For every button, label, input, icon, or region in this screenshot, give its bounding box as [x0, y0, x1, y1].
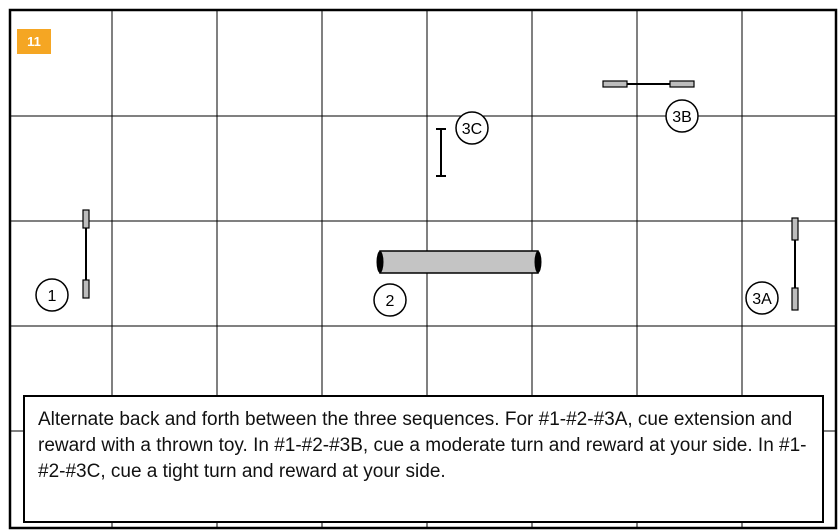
jump-1	[82, 209, 90, 299]
course-border	[8, 8, 838, 530]
jump-3a	[791, 217, 799, 311]
jump-3c	[436, 128, 446, 177]
label-3c: 3C	[455, 111, 489, 145]
label-3a-text: 3A	[752, 291, 772, 308]
tunnel-2	[376, 250, 542, 274]
label-3b: 3B	[665, 99, 699, 133]
label-3a: 3A	[745, 281, 779, 315]
instructions-caption: Alternate back and forth between the thr…	[23, 395, 824, 523]
label-2: 2	[373, 283, 407, 317]
label-2-text: 2	[386, 293, 395, 310]
label-1-text: 1	[48, 288, 57, 305]
jump-3b	[602, 80, 695, 88]
page-number-badge: 11	[17, 29, 51, 54]
label-3b-text: 3B	[672, 109, 692, 126]
label-3c-text: 3C	[462, 121, 482, 138]
label-1: 1	[35, 278, 69, 312]
